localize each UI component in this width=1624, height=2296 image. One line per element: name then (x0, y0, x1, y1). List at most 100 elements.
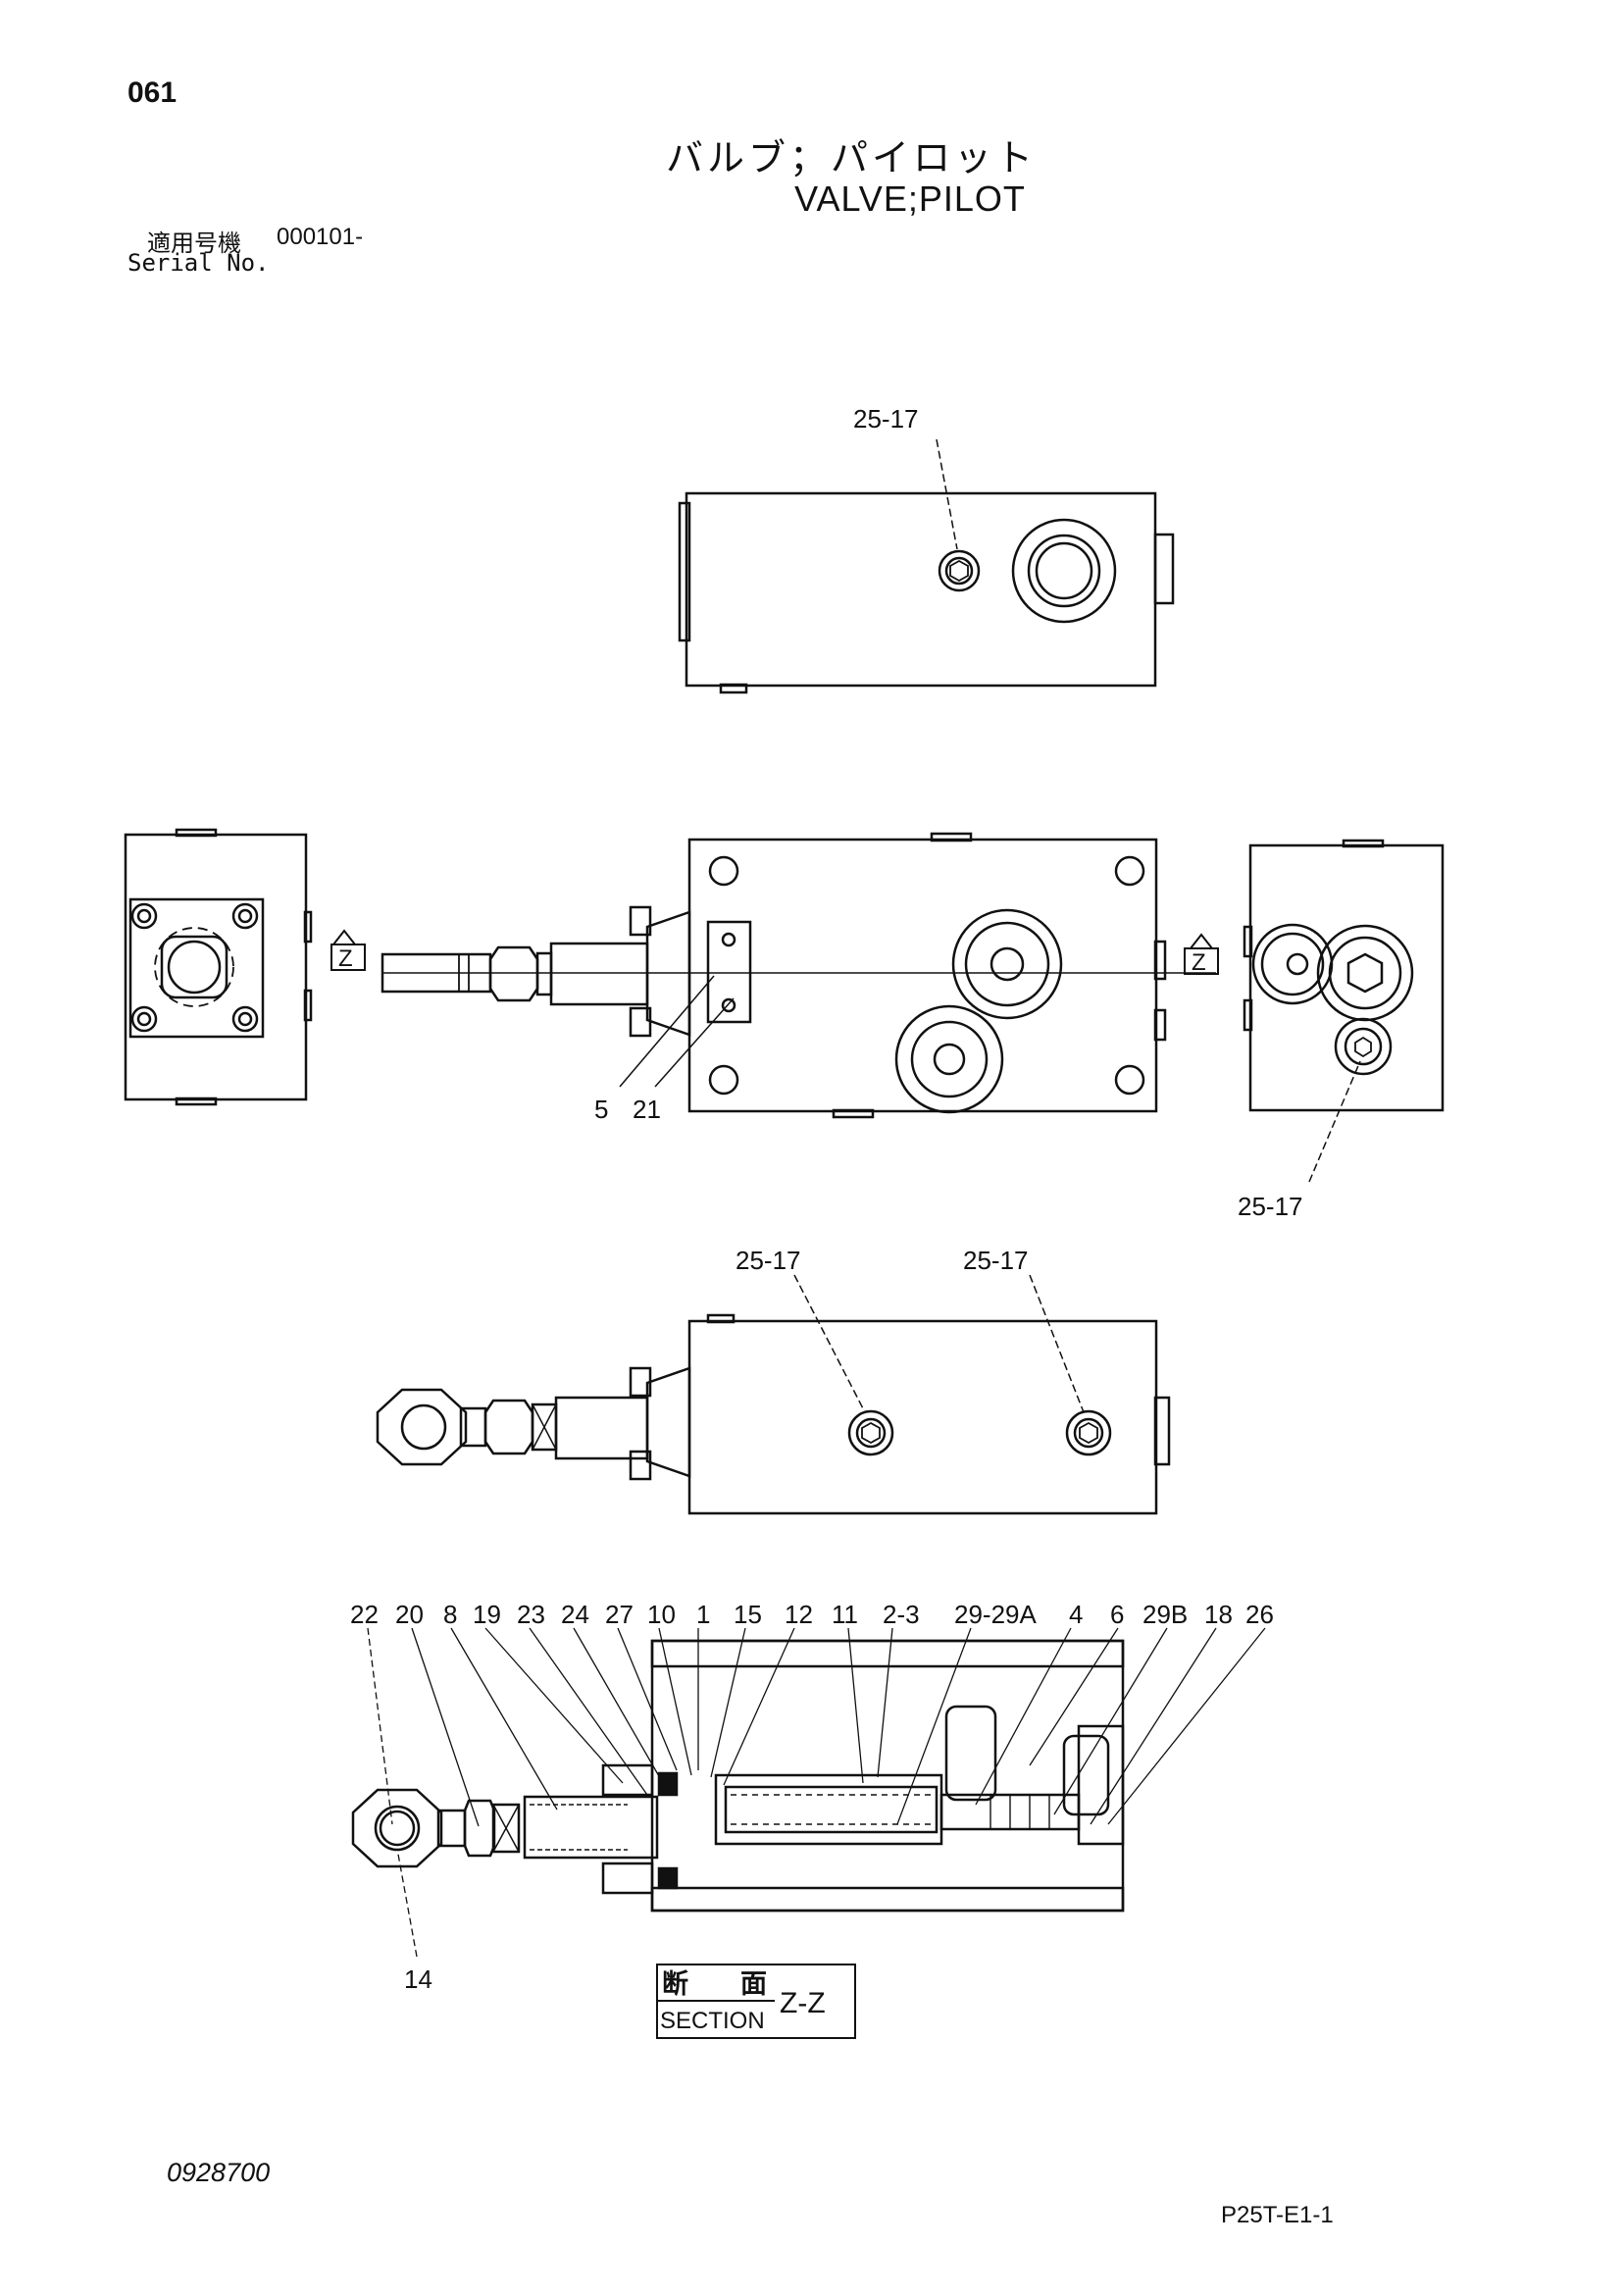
front-view-bolt-tl (708, 855, 739, 887)
right-end-view: 25-17 (1238, 839, 1445, 1221)
top-view-port-inner (1035, 541, 1093, 600)
section-view: 22 20 8 19 23 24 27 10 1 15 12 11 2-3 29… (350, 1600, 1274, 1994)
callout-27: 27 (605, 1600, 634, 1629)
front-view-port-lower-mid (910, 1020, 989, 1098)
left-end-body (124, 833, 308, 1101)
front-view-body (687, 838, 1158, 1113)
leader-23 (529, 1627, 648, 1796)
callout-8: 8 (443, 1600, 457, 1629)
bottom-view-top-tab (706, 1313, 736, 1324)
left-end-bolt-tl-inner (136, 908, 152, 924)
callout-5: 5 (594, 1095, 608, 1124)
front-view-nameplate (706, 920, 752, 1024)
bottom-view-body (687, 1319, 1158, 1515)
callout-14: 14 (404, 1964, 432, 1994)
right-end-body (1248, 843, 1445, 1112)
front-view: 5 21 (381, 832, 1216, 1124)
top-view-bottom-tab (719, 683, 748, 694)
left-end-boss-inner (167, 940, 222, 995)
section-title-jp-right: 面 (740, 1969, 767, 1999)
bottom-view-leader-a (793, 1274, 866, 1413)
left-end-top-tab (175, 828, 218, 838)
front-view-hex-nut (488, 945, 539, 1002)
callout-4: 4 (1069, 1600, 1083, 1629)
bottom-view-stem (554, 1396, 649, 1460)
view-marker-left-arrow (332, 929, 356, 945)
left-end-flange (128, 897, 265, 1039)
bottom-view: 25-17 25-17 (376, 1246, 1171, 1515)
section-rod-eye-hole (374, 1805, 421, 1852)
right-end-left-tab-2 (1243, 998, 1253, 1032)
section-solenoid (944, 1705, 997, 1802)
callout-19: 19 (473, 1600, 501, 1629)
section-title-mark: Z-Z (780, 1987, 826, 2019)
front-view-flange (645, 910, 691, 1037)
section-housing-bottom (650, 1886, 1125, 1913)
bottom-view-plug-b-outer (1065, 1409, 1112, 1456)
section-callout-labels: 22 20 8 19 23 24 27 10 1 15 12 11 2-3 29… (350, 1600, 1274, 1994)
left-end-right-tab-2 (303, 989, 313, 1022)
bottom-view-plug-a-outer (847, 1409, 894, 1456)
section-stem (523, 1795, 659, 1860)
leader-27 (617, 1627, 678, 1771)
bottom-view-plug-b-inner (1073, 1417, 1104, 1449)
left-end-bottom-tab (175, 1097, 218, 1106)
leader-2-3 (877, 1627, 893, 1778)
left-end-bolt-br (231, 1005, 259, 1033)
top-view-right-boss (1153, 533, 1175, 605)
callout-12: 12 (785, 1600, 813, 1629)
bottom-view-plug-b-hex (1079, 1421, 1098, 1445)
callout-right-plug: 25-17 (1238, 1192, 1303, 1221)
serial-number-value: 000101- (277, 224, 364, 250)
callout-10: 10 (647, 1600, 676, 1629)
left-end-bolt-tr (231, 902, 259, 930)
bottom-view-right-boss (1153, 1396, 1171, 1466)
title-english: VALVE;PILOT (794, 179, 1026, 219)
leader-12 (723, 1627, 795, 1786)
front-view-flange-bolt-bottom (629, 1006, 652, 1038)
left-end-right-tab (303, 910, 313, 944)
section-title-box: 断 面 SECTION Z-Z (656, 1964, 856, 2039)
front-view-bolt-bl (708, 1064, 739, 1096)
bottom-view-square (531, 1403, 558, 1452)
title-japanese: バルブ；パイロット (665, 136, 1037, 179)
bottom-view-hex-nut (483, 1399, 534, 1455)
front-view-coupler (535, 951, 553, 996)
leader-6 (1029, 1627, 1119, 1766)
bottom-view-leader-b (1029, 1274, 1085, 1413)
bottom-view-rod-end-neck (459, 1406, 487, 1448)
leader-10 (658, 1627, 692, 1776)
right-end-port-inner (1260, 932, 1325, 996)
top-view-leader (936, 438, 958, 550)
leader-14 (396, 1848, 418, 1958)
left-end-bolt-bl-inner (136, 1011, 152, 1027)
callout-18: 18 (1204, 1600, 1233, 1629)
front-view-top-tab (930, 832, 973, 842)
right-end-leader (1308, 1060, 1361, 1183)
page-number: 061 (127, 77, 178, 109)
front-view-nameplate-pin-bottom (721, 997, 736, 1013)
callout-23: 23 (517, 1600, 545, 1629)
section-spool-bore (714, 1773, 943, 1846)
view-marker-right-letter: Z (1192, 949, 1206, 976)
right-end-top-tab (1342, 839, 1385, 848)
view-marker-right-box (1184, 947, 1219, 975)
left-end-bolt-tl (130, 902, 158, 930)
front-view-bolt-br (1114, 1064, 1145, 1096)
section-seal-top (657, 1771, 679, 1797)
section-rod-neck (436, 1809, 467, 1848)
left-end-bolt-bl (130, 1005, 158, 1033)
front-view-port-lower-inner (933, 1043, 966, 1076)
right-end-plug-large-mid (1328, 936, 1402, 1010)
callout-11: 11 (832, 1600, 858, 1629)
top-view-plug-outer (938, 549, 981, 592)
callout-1: 1 (696, 1600, 710, 1629)
section-title-jp-left: 断 (662, 1969, 688, 1999)
right-end-port-core (1286, 952, 1309, 976)
bottom-view-rod-eye (376, 1388, 468, 1466)
leader-29-29a (896, 1627, 972, 1825)
top-view-port-mid (1027, 534, 1101, 608)
leader-19 (484, 1627, 624, 1784)
front-view-stem-large (549, 942, 649, 1006)
